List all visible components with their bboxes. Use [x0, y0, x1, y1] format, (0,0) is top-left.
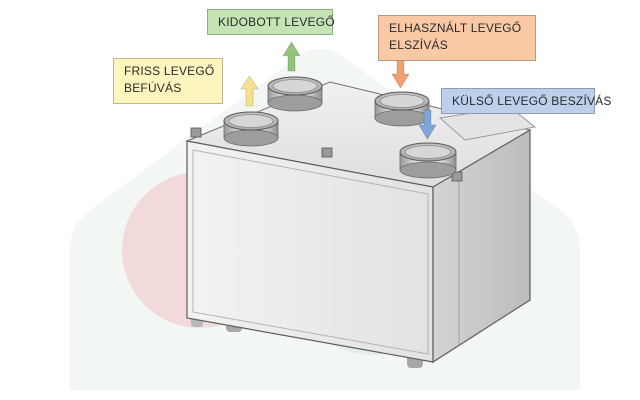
arrow-up-icon: [240, 75, 259, 107]
label-line: KIDOBOTT LEVEGŐ: [218, 15, 335, 29]
arrow-up-icon: [282, 41, 301, 72]
arrow-down-icon: [418, 109, 437, 140]
duct-collar-extract: [374, 91, 430, 127]
duct-collar-outdoor-intake: [399, 142, 457, 179]
label-line: ELHASZNÁLT LEVEGŐ: [389, 21, 522, 35]
label-outdoor-air-intake: KÜLSŐ LEVEGŐ BESZÍVÁS: [441, 88, 612, 114]
front-panel-inset: [192, 149, 429, 355]
latch: [190, 127, 463, 182]
label-line: KÜLSŐ LEVEGŐ BESZÍVÁS: [452, 94, 612, 108]
label-line: ELSZÍVÁS: [389, 38, 448, 52]
label-line: FRISS LEVEGŐ: [124, 64, 215, 78]
label-line: BEFÚVÁS: [124, 81, 182, 95]
arrow-down-icon: [391, 56, 410, 89]
label-fresh-air-supply: FRISS LEVEGŐ BEFÚVÁS: [113, 58, 223, 104]
duct-collar-fresh-supply: [223, 111, 279, 147]
label-exhaust-air: KIDOBOTT LEVEGŐ: [207, 9, 335, 35]
duct-collar-exhaust: [267, 76, 323, 112]
label-extract-air: ELHASZNÁLT LEVEGŐ ELSZÍVÁS: [378, 15, 536, 61]
unit-side-panel: [432, 128, 531, 364]
